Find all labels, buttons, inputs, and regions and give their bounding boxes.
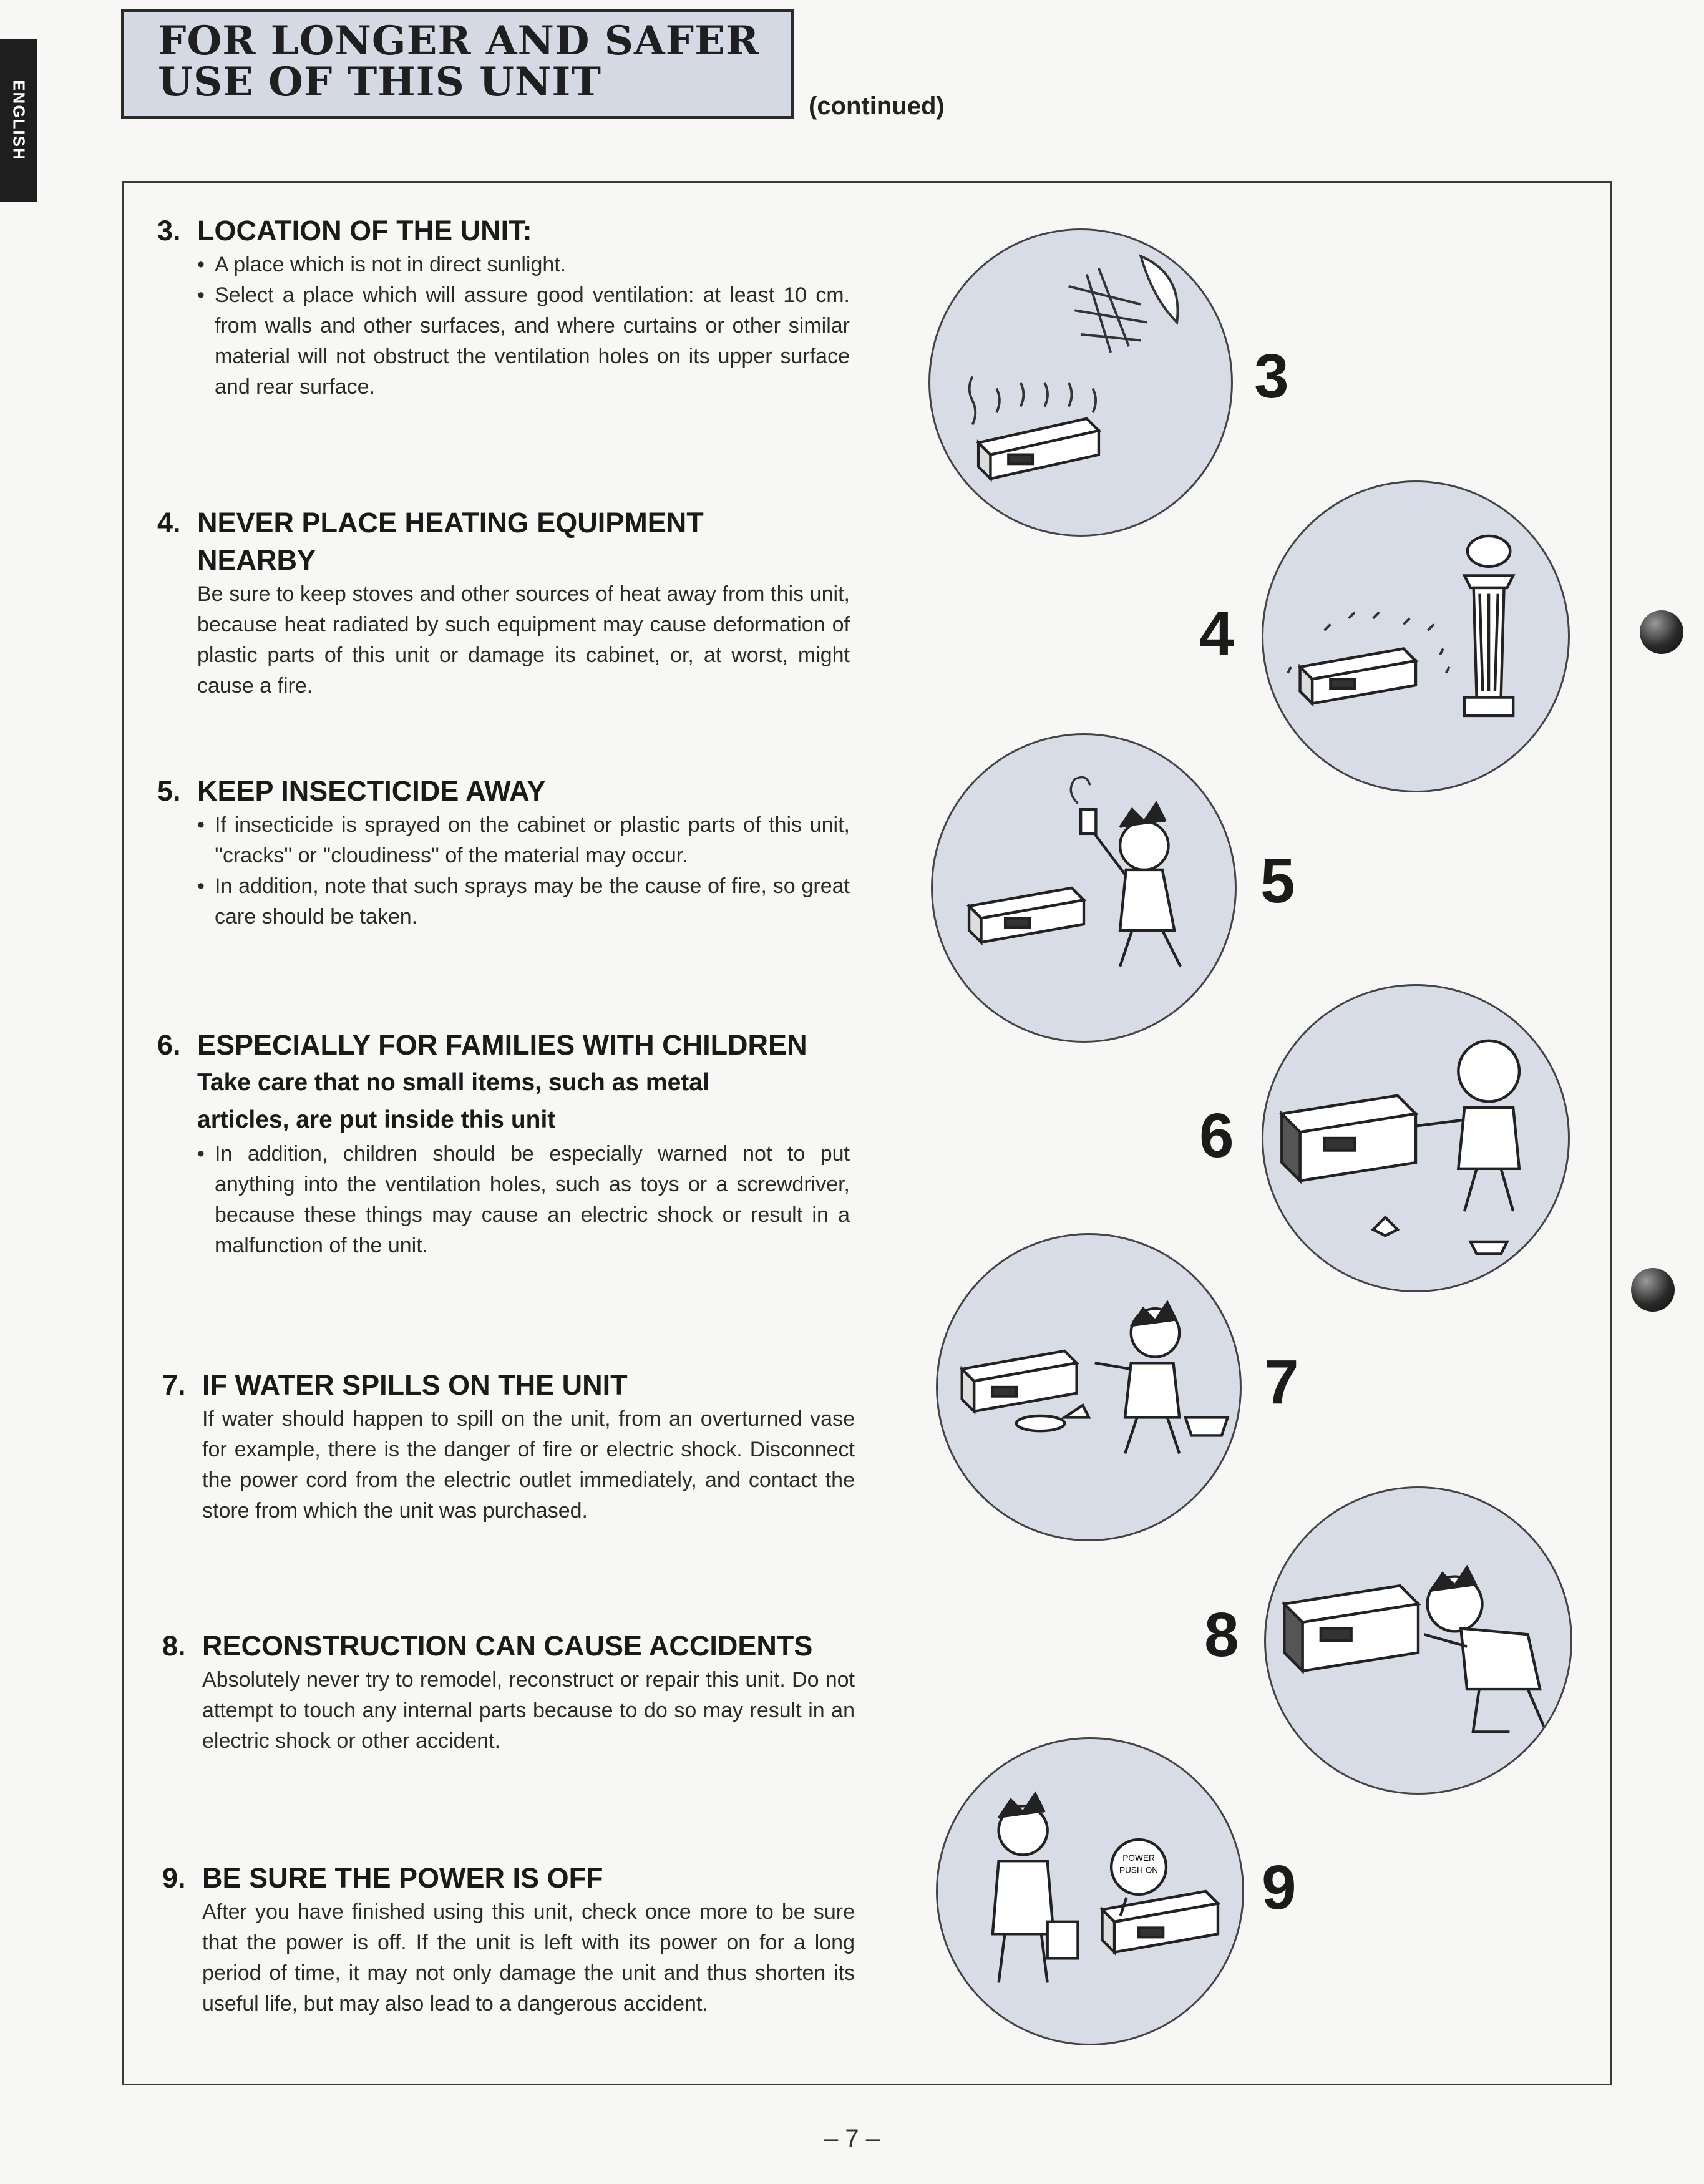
section-4: 4.NEVER PLACE HEATING EQUIPMENT NEARBY B… [157,504,850,701]
section-5: 5.KEEP INSECTICIDE AWAY If insecticide i… [157,773,850,932]
reconstruction-drawing [1281,1564,1547,1733]
section-4-heading: 4.NEVER PLACE HEATING EQUIPMENT NEARBY [157,507,704,576]
section-9: 9.BE SURE THE POWER IS OFF After you hav… [162,1860,855,2019]
section-8-body: Absolutely never try to remodel, reconst… [202,1668,855,1753]
section-6-bullet: In addition, children should be especial… [197,1139,850,1261]
section-7-heading: 7.IF WATER SPILLS ON THE UNIT [162,1369,628,1401]
section-4-body: Be sure to keep stoves and other sources… [197,582,850,698]
page-title-line-2: USE OF THIS UNIT [158,59,601,105]
section-6-heading: 6.ESPECIALLY FOR FAMILIES WITH CHILDREN [157,1029,807,1061]
section-6: 6.ESPECIALLY FOR FAMILIES WITH CHILDREN … [157,1026,850,1261]
section-3-heading: 3.LOCATION OF THE UNIT: [157,215,532,246]
section-8-heading: 8.RECONSTRUCTION CAN CAUSE ACCIDENTS [162,1630,813,1662]
page-number: – 7 – [824,2125,880,2152]
section-6-subheading-1: Take care that no small items, such as m… [197,1069,709,1096]
continued-label: (continued) [809,92,945,120]
section-3-bullet: A place which is not in direct sunlight. [197,250,850,280]
section-9-heading: 9.BE SURE THE POWER IS OFF [162,1862,603,1894]
illustration-number-9: 9 [1262,1853,1297,1923]
sunlight-drawing [968,254,1179,482]
illustration-number-5: 5 [1260,846,1295,916]
section-7: 7.IF WATER SPILLS ON THE UNIT If water s… [162,1367,855,1526]
section-3-bullet: Select a place which will assure good ve… [197,280,850,402]
power-knob-label-1: POWER [1122,1853,1155,1863]
illustration-number-8: 8 [1204,1600,1239,1670]
section-7-body: If water should happen to spill on the u… [202,1407,855,1523]
illustration-number-4: 4 [1199,598,1234,668]
section-5-bullet: In addition, note that such sprays may b… [197,871,850,932]
illustration-children [1262,984,1570,1292]
insecticide-drawing [966,776,1182,967]
page-title-box: FOR LONGER AND SAFER USE OF THIS UNIT [121,9,794,119]
section-9-body: After you have finished using this unit,… [202,1900,855,2016]
page-title-line-1: FOR LONGER AND SAFER [158,17,760,64]
heater-drawing [1287,534,1516,718]
illustration-insecticide [931,733,1237,1043]
illustration-number-6: 6 [1199,1101,1234,1171]
section-6-subheading-2: articles, are put inside this unit [197,1106,556,1133]
illustration-reconstruction [1264,1486,1572,1795]
power-off-drawing: POWER PUSH ON [991,1791,1221,1983]
section-8: 8.RECONSTRUCTION CAN CAUSE ACCIDENTS Abs… [162,1627,855,1757]
binder-hole-bottom [1631,1268,1675,1312]
language-side-tab: ENGLISH [0,39,37,202]
binder-hole-top [1640,610,1683,654]
section-3: 3.LOCATION OF THE UNIT: A place which is… [157,212,850,402]
illustration-power-off: POWER PUSH ON [936,1737,1244,2045]
language-label: ENGLISH [9,80,29,161]
illustration-water-spill [936,1233,1242,1541]
content-frame [122,181,1612,2085]
illustration-number-7: 7 [1264,1347,1299,1417]
illustration-sunlight [928,228,1233,537]
water-spill-drawing [959,1300,1230,1455]
illustration-heater [1262,480,1570,792]
section-5-heading: 5.KEEP INSECTICIDE AWAY [157,775,546,807]
section-5-bullet: If insecticide is sprayed on the cabinet… [197,810,850,871]
power-knob-label-2: PUSH ON [1119,1866,1158,1875]
children-drawing [1278,1039,1521,1255]
illustration-number-3: 3 [1254,341,1289,411]
